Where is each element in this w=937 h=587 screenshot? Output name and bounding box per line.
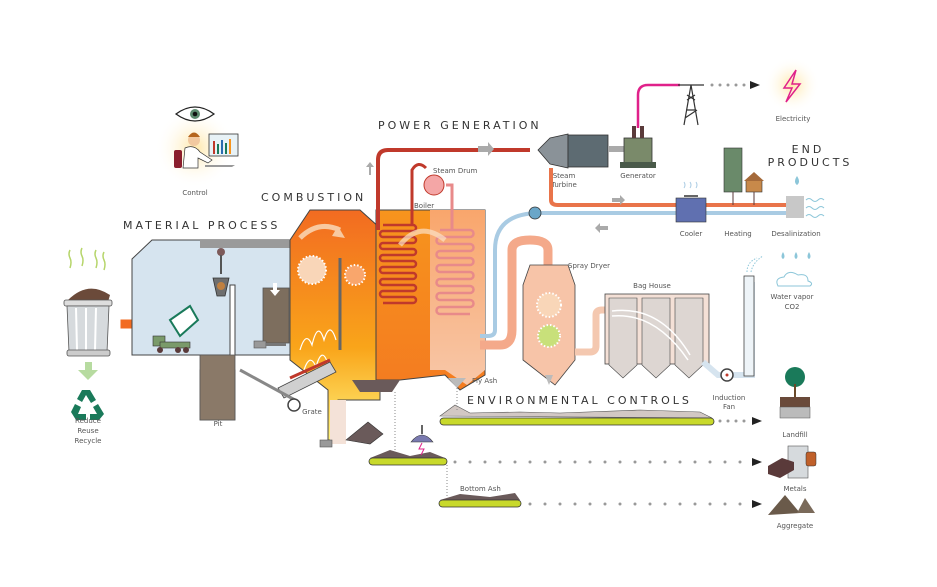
label-heating: Heating xyxy=(724,230,751,238)
control-station: Control xyxy=(155,106,239,197)
smokestack xyxy=(743,275,755,377)
eye-icon xyxy=(174,106,216,122)
section-end-products-2: PRODUCTS xyxy=(768,156,853,169)
label-pit: Pit xyxy=(214,420,223,428)
label-bottom-ash: Bottom Ash xyxy=(460,485,501,493)
hot-water-pipe xyxy=(549,168,800,207)
label-landfill: Landfill xyxy=(782,431,807,439)
flow-arrow-icon xyxy=(612,195,625,205)
label-cooler: Cooler xyxy=(680,230,703,238)
boiler-coil-right xyxy=(435,228,475,316)
label-steam-turbine-1: Steam xyxy=(553,172,576,180)
cooler xyxy=(675,181,707,223)
flow-arrow-icon xyxy=(478,142,494,156)
flow-arrow-icon xyxy=(595,223,608,233)
section-combustion: COMBUSTION xyxy=(261,191,366,204)
transmission-tower-icon xyxy=(678,84,704,126)
down-arrow-icon xyxy=(78,362,98,380)
landfill-icon xyxy=(779,367,811,419)
magnet-separator-icon xyxy=(410,425,434,456)
grate xyxy=(277,361,337,399)
section-material-process: MATERIAL PROCESS xyxy=(123,219,280,232)
electricity-glow xyxy=(764,57,820,113)
label-desalinization: Desalinization xyxy=(771,230,820,238)
heating-buildings xyxy=(723,147,764,205)
metals-icon xyxy=(768,445,817,479)
label-electricity: Electricity xyxy=(776,115,811,123)
label-metals: Metals xyxy=(784,485,807,493)
conveyor-fly-ash xyxy=(439,417,715,426)
truck-icon xyxy=(152,304,200,353)
spray-dryer xyxy=(522,264,576,386)
label-induction-fan-2: Fan xyxy=(723,403,735,411)
steam-turbine xyxy=(537,133,624,169)
section-environmental-controls: ENVIRONMENTAL CONTROLS xyxy=(467,394,692,407)
lightning-icon xyxy=(782,69,802,103)
label-reuse: Reuse xyxy=(77,427,98,435)
steam-pipe xyxy=(376,148,530,230)
material-process-building: Pit xyxy=(131,239,291,428)
boiler-coil-left xyxy=(378,223,418,305)
label-induction-fan-1: Induction xyxy=(713,394,746,402)
operator-icon xyxy=(174,132,239,169)
label-reduce: Reduce xyxy=(75,417,101,425)
bag-house xyxy=(604,293,710,379)
desalinization xyxy=(786,176,825,218)
label-grate: Grate xyxy=(302,408,322,416)
label-steam-drum: Steam Drum xyxy=(433,167,478,175)
cool-water-pipe xyxy=(480,211,800,338)
dotted-arrow xyxy=(710,81,760,89)
label-spray-dryer: Spray Dryer xyxy=(568,262,610,270)
trash-can-icon xyxy=(63,247,113,357)
label-aggregate: Aggregate xyxy=(777,522,814,530)
flue-duct xyxy=(480,235,553,350)
dotted-arrow xyxy=(718,417,762,425)
pump-icon xyxy=(528,206,542,220)
section-power-generation: POWER GENERATION xyxy=(378,119,542,132)
down-arrow-icon xyxy=(270,283,280,296)
label-co2: CO2 xyxy=(785,303,800,311)
label-recycle: Recycle xyxy=(75,437,102,445)
power-line xyxy=(636,83,680,128)
label-water-vapor: Water vapor xyxy=(771,293,814,301)
water-vapor-icon xyxy=(776,252,813,287)
label-generator: Generator xyxy=(620,172,656,180)
dotted-arrow xyxy=(453,458,762,466)
label-boiler: Boiler xyxy=(414,202,434,210)
boiler xyxy=(352,209,486,392)
conveyor-metals xyxy=(368,457,448,466)
conveyor-bottom-ash xyxy=(438,499,522,508)
label-fly-ash: Fly Ash xyxy=(472,377,497,385)
label-bag-house: Bag House xyxy=(633,282,671,290)
aggregate-icon xyxy=(768,495,815,515)
section-end-products-1: END xyxy=(792,143,825,156)
flow-arrow-icon xyxy=(366,162,374,175)
dotted-arrow xyxy=(528,500,762,508)
label-steam-turbine-2: Turbine xyxy=(550,181,577,189)
label-control: Control xyxy=(182,189,207,197)
recycle-icon xyxy=(71,390,104,420)
generator xyxy=(620,126,656,168)
steam-drum xyxy=(423,174,445,196)
